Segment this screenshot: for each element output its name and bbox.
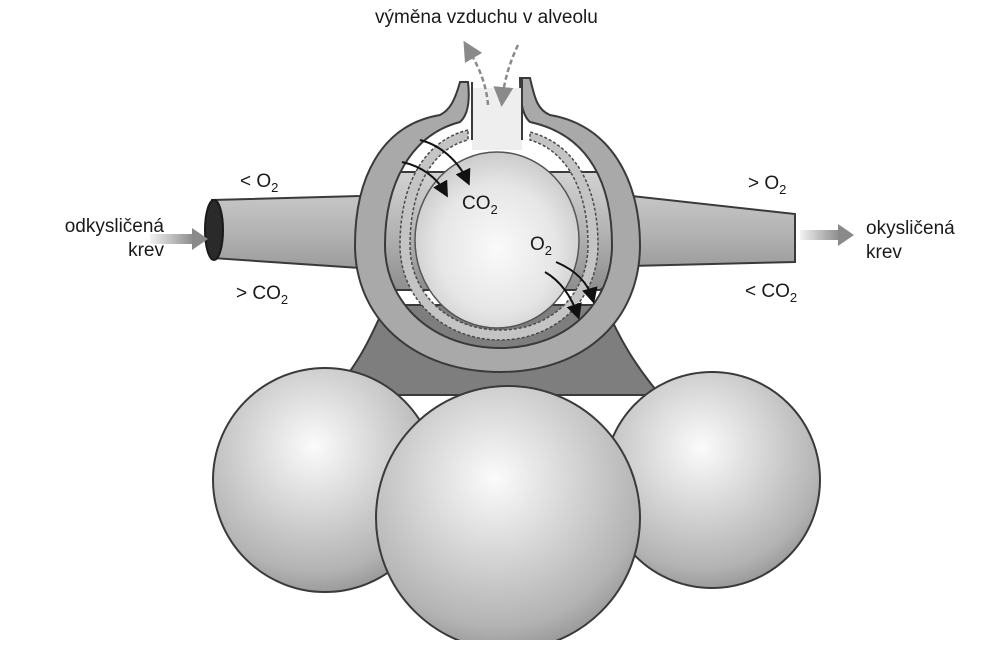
- blood-out-arrow: [800, 224, 854, 246]
- deoxygenated-blood-label: odkysličená krev: [2, 215, 164, 263]
- alveolar-duct: [472, 88, 522, 150]
- deoxygenated-line1: odkysličená: [2, 215, 164, 239]
- oxygenated-line1: okysličená: [866, 217, 955, 241]
- oxygenated-blood-label: okysličená krev: [866, 217, 955, 265]
- alveolus-lumen: [415, 152, 579, 328]
- vessel-opening: [205, 200, 223, 260]
- oxygenated-line2: krev: [866, 241, 955, 265]
- left-high-co2: > CO2: [236, 282, 288, 306]
- left-low-o2: < O2: [240, 170, 278, 194]
- right-low-co2: < CO2: [745, 280, 797, 304]
- right-high-o2: > O2: [748, 172, 786, 196]
- alveolus-sphere-center: [376, 386, 640, 640]
- alveolus-sphere-right: [604, 372, 820, 588]
- diagram-title: výměna vzduchu v alveolu: [375, 6, 598, 30]
- co2-inside-label: CO2: [462, 192, 498, 216]
- deoxygenated-line2: krev: [2, 239, 164, 263]
- o2-inside-label: O2: [530, 233, 552, 257]
